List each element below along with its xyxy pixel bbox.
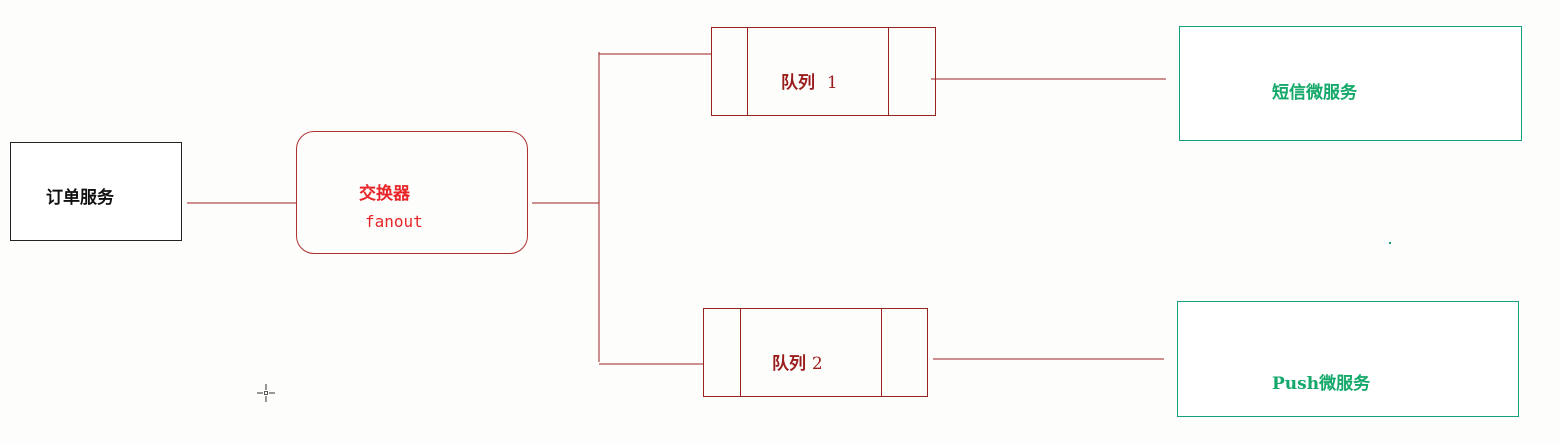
queue-1-box: 队列 1 (711, 27, 936, 116)
exchange-title: 交换器 (359, 184, 410, 204)
queue-1-label: 队列 1 (781, 68, 838, 93)
stray-dot (1389, 242, 1391, 244)
queue-2-label-text: 队列 (772, 354, 806, 374)
queue-1-inner-segment (747, 27, 889, 116)
queue-2-inner-segment (740, 308, 882, 397)
queue-2-label: 队列 2 (772, 349, 823, 374)
queue-2-number: 2 (811, 354, 823, 374)
sms-service-label: 短信微服务 (1272, 83, 1357, 103)
exchange-type: fanout (365, 212, 423, 231)
queue-2-box: 队列 2 (703, 308, 928, 397)
queue-1-number: 1 (826, 73, 838, 93)
exchange-box: 交换器 fanout (296, 131, 528, 254)
push-service-box: Push微服务 (1177, 301, 1519, 417)
sms-service-box: 短信微服务 (1179, 26, 1522, 141)
order-service-box: 订单服务 (10, 142, 182, 241)
queue-1-label-text: 队列 (781, 73, 815, 93)
push-service-label: Push微服务 (1272, 374, 1371, 394)
crosshair-cursor-icon (257, 384, 275, 402)
order-service-label: 订单服务 (46, 188, 114, 208)
